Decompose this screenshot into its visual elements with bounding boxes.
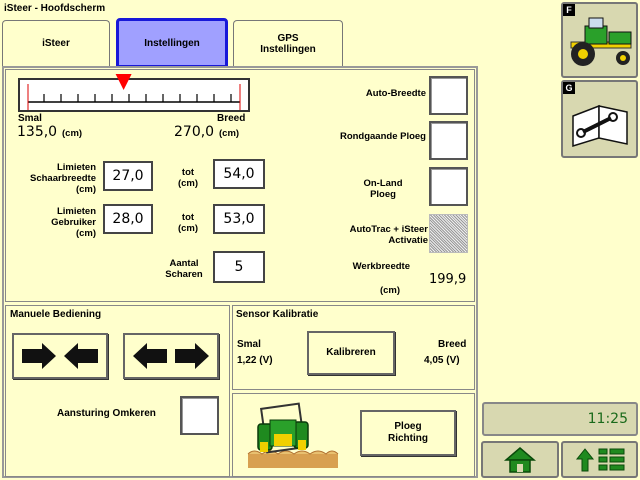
widen-button[interactable]	[123, 333, 219, 379]
werkbreedte-unit: (cm)	[379, 285, 400, 296]
arrows-inward-icon	[22, 343, 98, 369]
menu-up-button[interactable]	[561, 441, 638, 478]
plough-direction-button[interactable]: Ploeg Richting	[360, 410, 456, 456]
limit-schaarbreedte-label: Limieten Schaarbreedte (cm)	[29, 162, 96, 195]
sensor-smal-value: 1,22 (V)	[237, 355, 273, 366]
tractor-plough-icon	[247, 402, 339, 468]
aantal-scharen-label: Aantal Scharen	[165, 258, 203, 280]
gebruiker-to-value: 53,0	[223, 211, 255, 227]
tab-gps-instellingen[interactable]: GPS Instellingen	[233, 20, 343, 66]
sensor-breed-value: 4,05 (V)	[424, 355, 460, 366]
schaarbreedte-to-value: 54,0	[223, 166, 255, 182]
arrows-outward-icon	[133, 343, 209, 369]
on-land-ploeg-checkbox[interactable]	[429, 167, 468, 206]
clock-display: 11:25	[482, 402, 638, 436]
home-button[interactable]	[481, 441, 559, 478]
auto-breedte-label: Auto-Breedte	[365, 88, 426, 99]
aantal-scharen-value: 5	[234, 259, 244, 275]
schaarbreedte-to-field[interactable]: 54,0	[213, 159, 265, 189]
softkey-f-tractor[interactable]: F	[561, 2, 638, 78]
rondgaande-ploeg-checkbox[interactable]	[429, 121, 468, 160]
home-icon	[503, 447, 537, 473]
gebruiker-from-value: 28,0	[112, 211, 144, 227]
autotrac-activatie-label: AutoTrac + iSteer Activatie	[349, 224, 428, 246]
tab-gps-instellingen-label: GPS Instellingen	[260, 32, 316, 55]
sensor-smal-label: Smal	[237, 339, 261, 350]
rondgaande-ploeg-label: Rondgaande Ploeg	[339, 131, 426, 142]
sensor-breed-label: Breed	[438, 339, 467, 350]
tractor-icon	[570, 17, 632, 66]
tab-isteer-label: iSteer	[42, 38, 70, 49]
tab-instellingen[interactable]: Instellingen	[116, 18, 228, 68]
menu-up-icon	[575, 448, 625, 472]
aantal-scharen-field[interactable]: 5	[213, 251, 265, 283]
werkbreedte-value: 199,9	[429, 272, 467, 287]
book-wrench-icon	[572, 104, 628, 148]
calibrate-button-label: Kalibreren	[326, 347, 376, 358]
window-title: iSteer - Hoofdscherm	[4, 3, 106, 14]
narrow-button[interactable]	[12, 333, 108, 379]
softkey-g-manual[interactable]: G	[561, 80, 638, 158]
plough-direction-label: Ploeg Richting	[388, 421, 428, 444]
schaarbreedte-from-field[interactable]: 27,0	[103, 161, 153, 191]
slider-max-value: 270,0	[174, 124, 215, 140]
invert-steering-label: Aansturing Omkeren	[57, 408, 156, 419]
clock-time: 11:25	[587, 411, 628, 427]
manual-control-section	[5, 305, 230, 477]
slider-max-unit: (cm)	[219, 128, 240, 139]
schaarbreedte-from-value: 27,0	[112, 168, 144, 184]
schaarbreedte-to-label: tot (cm)	[177, 167, 199, 189]
slider-max-label: Breed	[217, 113, 246, 124]
gebruiker-to-label: tot (cm)	[177, 212, 199, 234]
tab-isteer[interactable]: iSteer	[2, 20, 110, 66]
calibrate-button[interactable]: Kalibreren	[307, 331, 395, 375]
manual-control-title: Manuele Bediening	[10, 309, 102, 320]
werkbreedte-label: Werkbreedte	[352, 261, 410, 272]
invert-steering-checkbox[interactable]	[180, 396, 219, 435]
auto-breedte-checkbox[interactable]	[429, 76, 468, 115]
slider-min-label: Smal	[18, 113, 42, 124]
limit-gebruiker-label: Limieten Gebruiker (cm)	[51, 206, 96, 239]
sensor-calibration-title: Sensor Kalibratie	[236, 309, 319, 320]
slider-min-unit: (cm)	[62, 128, 83, 139]
slider-min-value: 135,0	[17, 124, 58, 140]
key-g-tag: G	[563, 82, 575, 94]
on-land-ploeg-label: On-Land Ploeg	[363, 178, 403, 200]
width-slider[interactable]	[18, 78, 250, 112]
tab-instellingen-label: Instellingen	[144, 37, 200, 49]
autotrac-activatie-checkbox-disabled	[429, 214, 468, 253]
gebruiker-to-field[interactable]: 53,0	[213, 204, 265, 234]
key-f-tag: F	[563, 4, 575, 16]
gebruiker-from-field[interactable]: 28,0	[103, 204, 153, 234]
slider-scale	[27, 84, 241, 110]
